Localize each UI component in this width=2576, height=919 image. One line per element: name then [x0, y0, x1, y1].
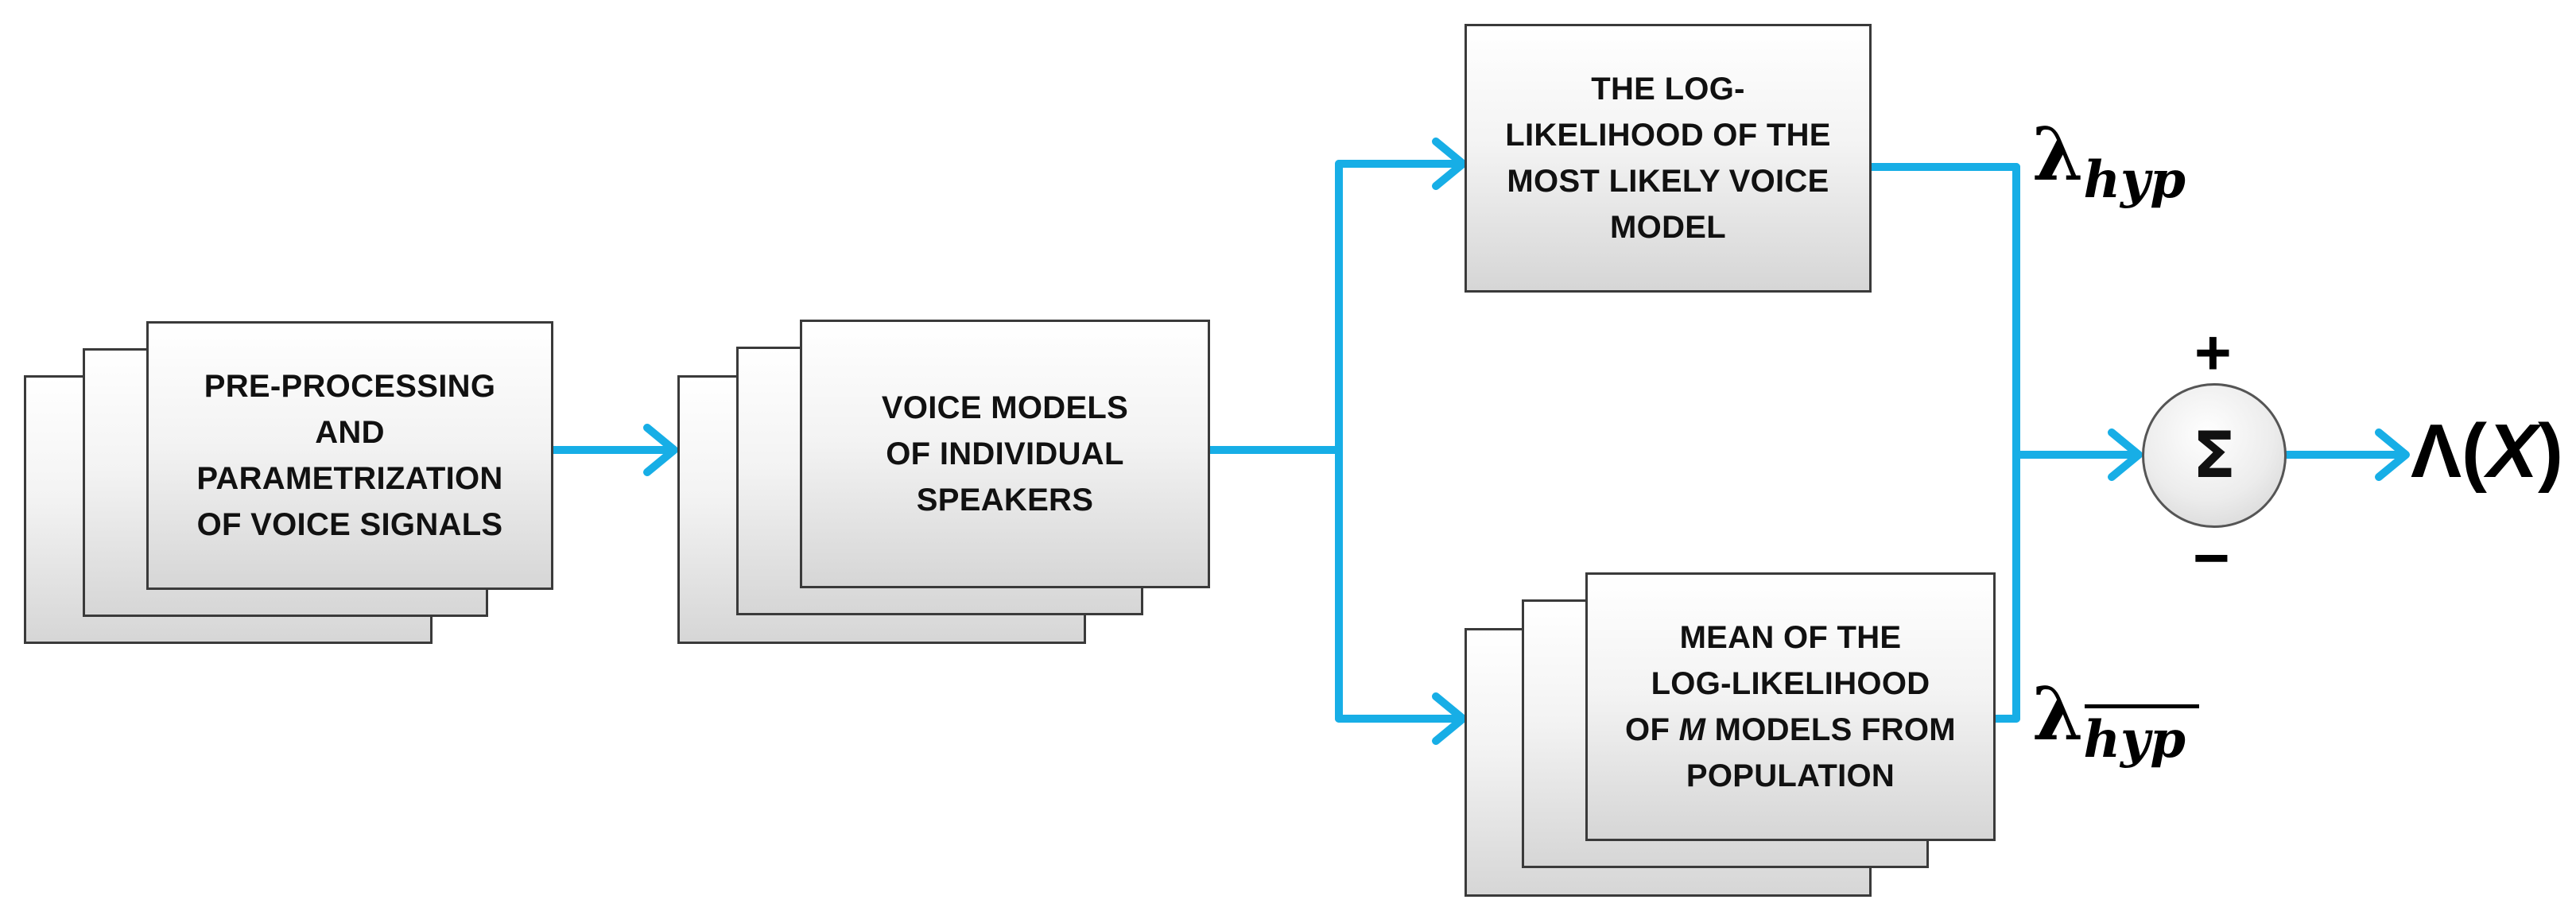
output-variable: X	[2487, 409, 2539, 494]
lambda-hyp-bar-subscript: hyp	[2083, 710, 2186, 770]
arrow-to-output	[2283, 428, 2410, 481]
population-line-3-prefix: OF	[1625, 712, 1679, 747]
most-likely-line-2: LIKELIHOOD OF THE	[1505, 118, 1831, 153]
population-line-3-suffix: MODELS FROM	[1705, 712, 1956, 747]
population-line-1: MEAN OF THE	[1679, 620, 1902, 655]
lambda-hyp-bar-symbol: λ	[2032, 671, 2084, 757]
output-suffix: )	[2538, 409, 2563, 494]
summation-node: Σ	[2142, 383, 2287, 528]
most-likely-model-block: THE LOG- LIKELIHOOD OF THE MOST LIKELY V…	[1465, 24, 1872, 293]
arrow-to-sum	[2012, 428, 2143, 481]
minus-sign: −	[2193, 522, 2230, 593]
population-line-2: LOG-LIKELIHOOD	[1651, 666, 1930, 701]
lambda-hyp-bar-overline	[2085, 704, 2199, 708]
voice-models-line-2: OF INDIVIDUAL	[886, 436, 1124, 471]
most-likely-line-3: MOST LIKELY VOICE	[1507, 164, 1829, 199]
preprocessing-line-1: PRE-PROCESSING	[204, 369, 496, 404]
most-likely-line-1: THE LOG-	[1591, 72, 1745, 107]
preprocessing-line-2: AND	[315, 415, 385, 450]
plus-sign: +	[2194, 317, 2232, 388]
lambda-hyp-label: λhyp	[2032, 118, 2186, 206]
lambda-hyp-symbol: λ	[2032, 111, 2084, 197]
output-prefix: Λ(	[2411, 409, 2487, 494]
arrow-to-population	[1335, 692, 1467, 745]
most-likely-line-4: MODEL	[1610, 210, 1726, 245]
population-line-3: OF M MODELS FROM	[1625, 707, 1956, 753]
arrow-to-most-likely	[1335, 138, 1467, 190]
voice-models-line-3: SPEAKERS	[916, 483, 1094, 518]
voice-models-block: VOICE MODELS OF INDIVIDUAL SPEAKERS	[800, 320, 1210, 588]
sigma-icon: Σ	[2192, 418, 2237, 492]
preprocessing-line-4: OF VOICE SIGNALS	[196, 507, 503, 542]
voice-models-line-1: VOICE MODELS	[881, 390, 1129, 425]
arrow-preproc-to-models	[549, 424, 678, 476]
output-label: Λ(X)	[2411, 413, 2563, 490]
population-line-4: POPULATION	[1686, 758, 1895, 793]
population-block: MEAN OF THE LOG-LIKELIHOOD OF M MODELS F…	[1585, 572, 1996, 841]
lambda-hyp-subscript: hyp	[2083, 150, 2186, 210]
preprocessing-block: PRE-PROCESSING AND PARAMETRIZATION OF VO…	[146, 321, 553, 590]
population-model-count-variable: M	[1678, 712, 1706, 747]
lambda-hyp-bar-label: λhyp	[2032, 677, 2186, 766]
preprocessing-line-3: PARAMETRIZATION	[196, 461, 503, 496]
